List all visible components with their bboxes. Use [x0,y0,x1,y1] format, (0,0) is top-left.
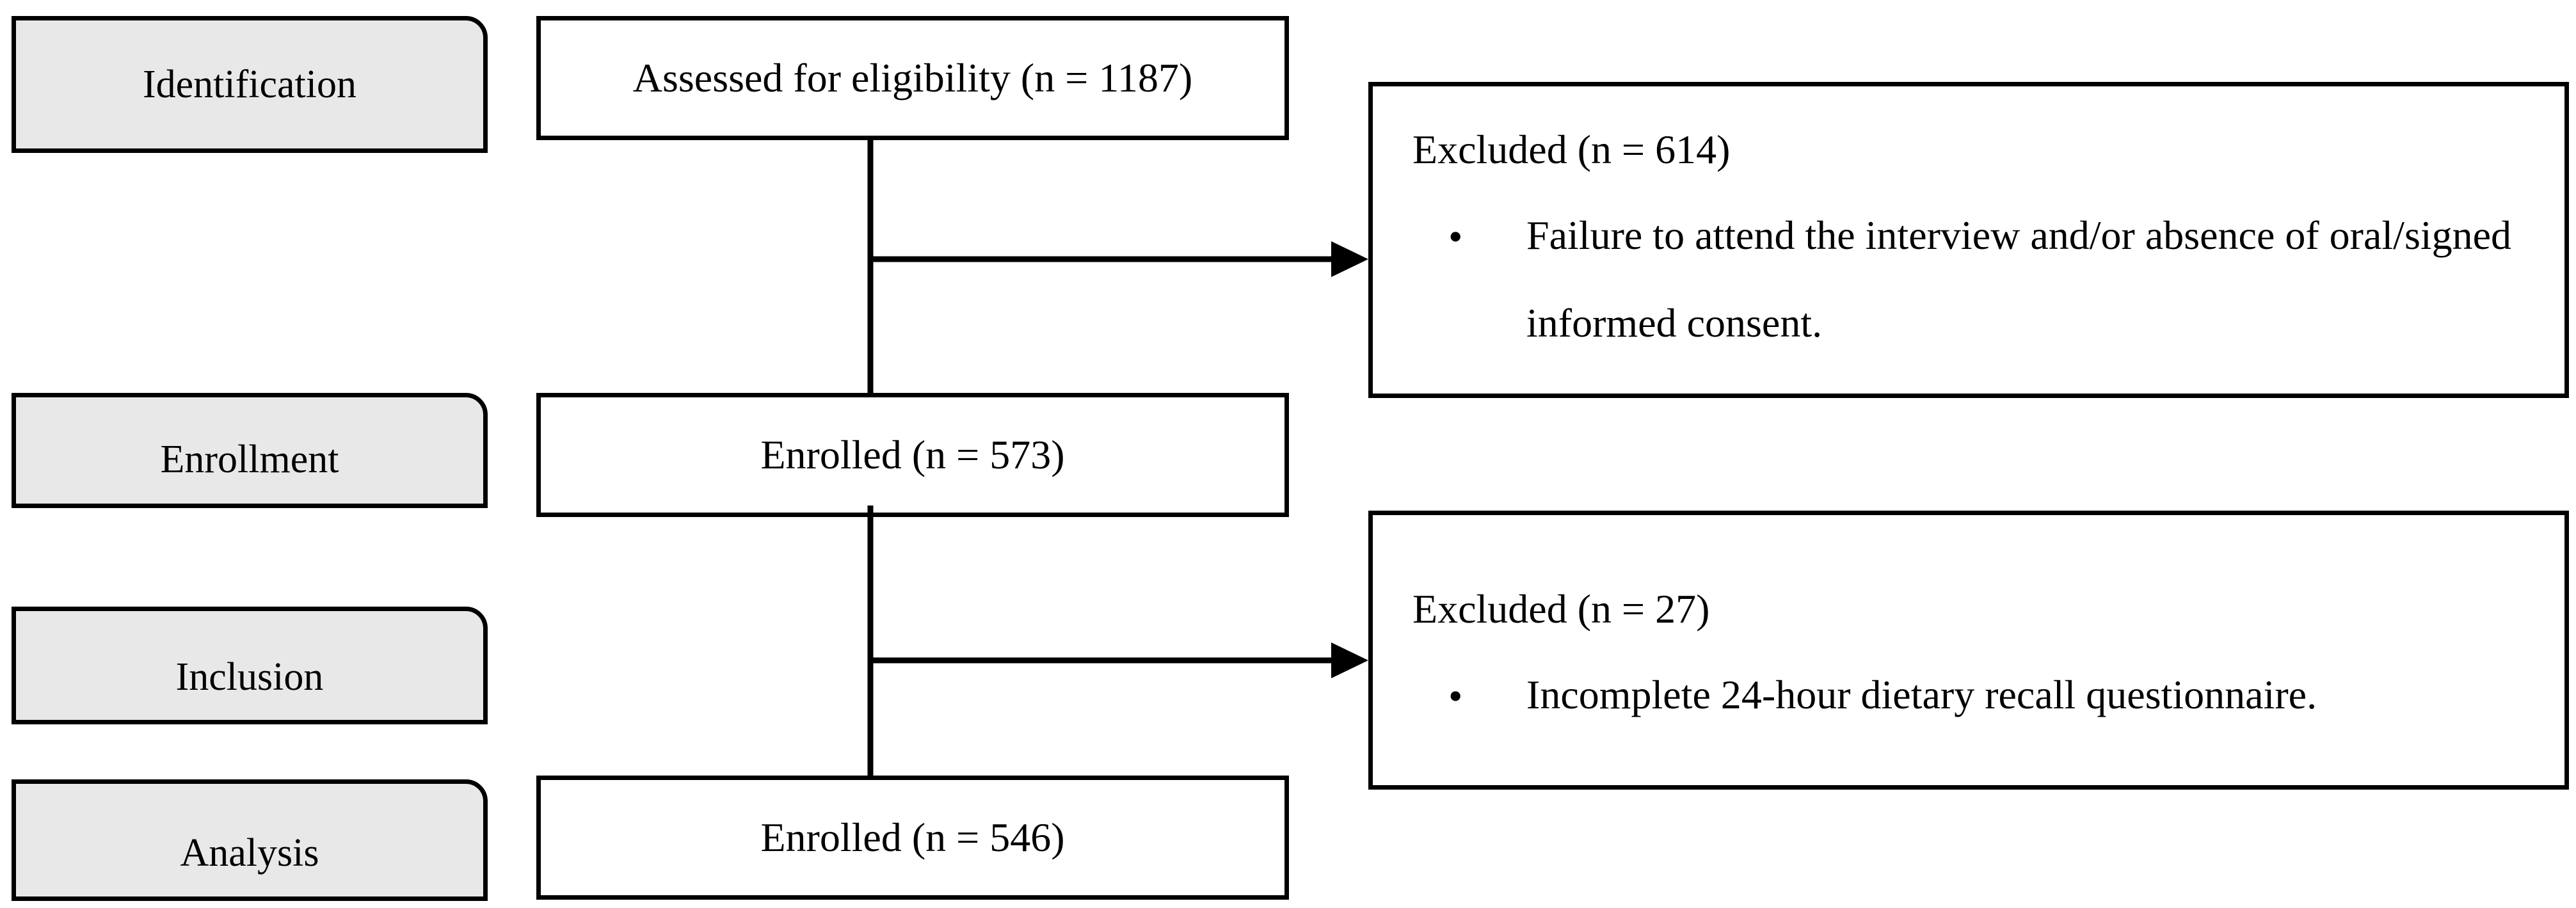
stage-identification: Identification [12,16,488,153]
enrolled-box-1: Enrolled (n = 573) [536,393,1289,517]
enrolled-box-2: Enrolled (n = 546) [536,776,1289,900]
bullet-icon: • [1448,673,1463,719]
stage-enrollment-label: Enrollment [160,437,339,481]
excluded-box-2: Excluded (n = 27) • Incomplete 24-hour d… [1368,511,2569,790]
arrow-head-2 [1331,642,1368,678]
stage-enrollment: Enrollment [12,393,488,508]
stage-analysis: Analysis [12,779,488,901]
stage-identification-label: Identification [143,62,356,106]
assessed-box: Assessed for eligibility (n = 1187) [536,16,1289,140]
assessed-label: Assessed for eligibility (n = 1187) [632,55,1193,100]
stage-analysis-label: Analysis [180,831,319,875]
arrow-head-1 [1331,241,1368,277]
excluded-heading-2: Excluded (n = 27) [1412,586,1710,632]
enrolled-label-1: Enrolled (n = 573) [760,432,1065,477]
excluded-box-1: Excluded (n = 614) • Failure to attend t… [1368,82,2569,398]
stage-inclusion: Inclusion [12,607,488,724]
excluded-reason-1: Failure to attend the interview and/or a… [1526,212,2512,346]
bullet-icon: • [1448,214,1463,259]
enrolled-label-2: Enrolled (n = 546) [760,815,1065,860]
excluded-reason-2: Incomplete 24-hour dietary recall questi… [1526,672,2317,717]
stage-inclusion-label: Inclusion [175,655,324,699]
excluded-heading-1: Excluded (n = 614) [1412,127,1731,172]
